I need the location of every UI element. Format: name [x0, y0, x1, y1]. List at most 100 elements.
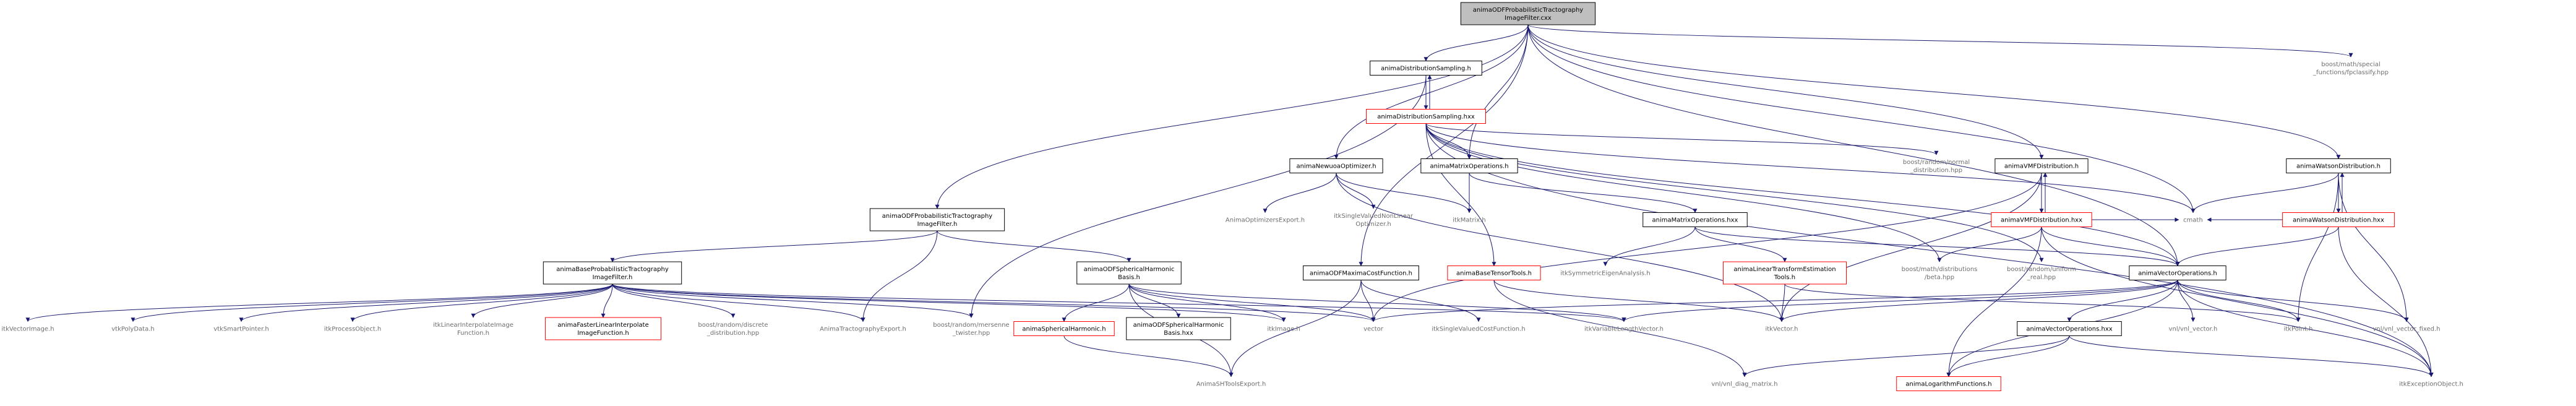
node-label-baseFilterH-line-1: ImageFilter.h	[593, 274, 633, 281]
node-itkSingleValuedCost: itkSingleValuedCostFunction.h	[1432, 326, 1525, 333]
node-label-itkVector-line-0: itkVector.h	[1766, 326, 1798, 333]
node-box-odfFilterH	[869, 208, 1005, 231]
node-label-matrixOpsHxx-line-0: animaMatrixOperations.hxx	[1652, 217, 1738, 224]
node-label-itkLinearInterp-line-1: Function.h	[457, 330, 489, 337]
edge-vmfHxx-to-vectorOpsH	[2041, 227, 2180, 267]
edge-distSampHxx-to-boostBeta	[1425, 123, 1942, 262]
node-optimizersExport: AnimaOptimizersExport.h	[1226, 217, 1305, 224]
edge-baseTensorTools-to-vnlDiagMatrix	[1493, 280, 1747, 378]
node-label-itkImage-line-0: itkImage.h	[1267, 326, 1300, 333]
edge-sphericalHarmonicH-to-shToolsExport	[1063, 335, 1234, 378]
node-watsonHxx[interactable]: animaWatsonDistribution.hxx	[2282, 212, 2395, 227]
node-box-matrixOpsHxx	[1642, 212, 1748, 227]
edge-root-to-odfMaxCostH	[1359, 24, 1529, 267]
node-label-itkSingleValuedNLO-line-1: Optimizer.h	[1355, 221, 1391, 228]
node-box-odfShBasisHxx	[1126, 317, 1231, 340]
node-label-itkException-line-0: itkExceptionObject.h	[2399, 381, 2463, 388]
node-boostSpecial: boost/math/special_functions/fpclassify.…	[2312, 61, 2389, 76]
edge-watsonHxx-to-itkException	[2338, 227, 2434, 378]
node-itkPoint: itkPoint.h	[2284, 326, 2313, 333]
edge-vectorOpsH-to-itkPoint	[2177, 280, 2301, 322]
node-boostNormal: boost/random/normal_distribution.hpp	[1903, 159, 1970, 174]
edge-baseFilterH-to-itkVectorImage	[25, 283, 613, 322]
node-distSampH[interactable]: animaDistributionSampling.h	[1370, 61, 1482, 76]
node-label-newuoaH-line-0: animaNewuoaOptimizer.h	[1296, 163, 1376, 170]
node-label-root-line-1: ImageFilter.cxx	[1505, 15, 1552, 22]
edge-baseFilterH-to-boostDiscrete	[612, 283, 736, 318]
node-label-boostNormal-line-0: boost/random/normal	[1903, 159, 1970, 166]
edge-baseFilterH-to-itkImage	[612, 283, 1286, 322]
node-tractographyExport: AnimaTractographyExport.h	[820, 326, 906, 333]
node-label-itkProcessObject-line-0: itkProcessObject.h	[324, 326, 382, 333]
edge-vmfHxx-to-itkException	[2041, 227, 2434, 378]
node-watsonH[interactable]: animaWatsonDistribution.h	[2286, 158, 2391, 173]
node-vmfH[interactable]: animaVMFDistribution.h	[1994, 158, 2089, 173]
edge-baseFilterH-to-vtkSmartPointer	[239, 283, 613, 322]
node-box-watsonHxx	[2282, 212, 2395, 227]
node-logFunctions[interactable]: animaLogarithmFunctions.h	[1896, 376, 2001, 391]
node-box-vmfH	[1994, 158, 2089, 173]
edge-vectorOpsH-to-itkVector	[1779, 280, 2178, 322]
node-animaFasterLinInterp[interactable]: animaFasterLinearInterpolateImageFunctio…	[545, 317, 661, 340]
node-box-logFunctions	[1896, 376, 2001, 391]
edge-baseFilterH-to-vtkPolyData	[131, 283, 613, 322]
edge-distSampHxx-to-boostNormal	[1425, 123, 1939, 155]
edge-baseFilterH-to-boostMersenne	[612, 283, 974, 318]
node-label-vtkSmartPointer-line-0: vtkSmartPointer.h	[213, 326, 269, 333]
node-matrixOpsHxx[interactable]: animaMatrixOperations.hxx	[1642, 212, 1748, 227]
node-box-vectorOpsHxx	[2017, 321, 2122, 336]
node-odfMaxCostH[interactable]: animaODFMaximaCostFunction.h	[1303, 266, 1419, 280]
node-label-shToolsExport-line-0: AnimaSHToolsExport.h	[1196, 381, 1266, 388]
edge-newuoaH-to-itkMatrix	[1336, 173, 1472, 214]
node-root[interactable]: animaODFProbabilisticTractographyImageFi…	[1460, 2, 1596, 25]
edge-distSampHxx-to-vectorOpsH	[1425, 123, 2180, 267]
node-matrixOpsH[interactable]: animaMatrixOperations.h	[1420, 158, 1518, 173]
node-label-vectorOpsH-line-0: animaVectorOperations.h	[2138, 270, 2217, 277]
node-label-odfFilterH-line-0: animaODFProbabilisticTractography	[882, 213, 993, 220]
edge-vectorOpsHxx-to-itkException	[2069, 335, 2434, 378]
edge-newuoaH-to-itkVector	[1336, 173, 1784, 322]
node-label-vectorOpsHxx-line-0: animaVectorOperations.hxx	[2026, 326, 2112, 333]
edge-distSampHxx-to-matrixOpsH	[1425, 123, 1472, 160]
edge-odfMaxCostH-to-itkSingleValuedCost	[1360, 280, 1481, 322]
node-odfFilterH[interactable]: animaODFProbabilisticTractographyImageFi…	[869, 208, 1005, 231]
node-label-odfShBasisHxx-line-1: Basis.hxx	[1164, 330, 1193, 337]
node-label-itkVarLenVector-line-0: itkVariableLengthVector.h	[1584, 326, 1664, 333]
node-baseFilterH[interactable]: animaBaseProbabilisticTractographyImageF…	[543, 261, 682, 285]
node-newuoaH[interactable]: animaNewuoaOptimizer.h	[1289, 158, 1383, 173]
node-baseTensorTools[interactable]: animaBaseTensorTools.h	[1447, 266, 1541, 280]
node-vector: vector	[1363, 326, 1384, 333]
node-itkVector: itkVector.h	[1766, 326, 1798, 333]
edge-odfShBasisH-to-sphericalHarmonicH	[1062, 283, 1130, 322]
node-label-vnlDiagMatrix-line-0: vnl/vnl_diag_matrix.h	[1711, 381, 1777, 388]
edge-odfFilterH-to-baseFilterH	[610, 230, 938, 262]
node-sphericalHarmonicH[interactable]: animaSphericalHarmonic.h	[1013, 321, 1115, 336]
node-boostUniformReal: boost/random/uniform_real.hpp	[2007, 266, 2076, 281]
node-itkVectorImage: itkVectorImage.h	[1, 326, 54, 333]
node-label-boostDiscrete-line-0: boost/random/discrete	[698, 322, 768, 329]
edge-odfShBasisH-to-odfShBasisHxx	[1128, 283, 1181, 318]
edge-watsonHxx-to-vectorOpsH	[2175, 227, 2339, 267]
edge-vmfH-to-itkVector	[1779, 173, 2042, 322]
node-label-distSampHxx-line-0: animaDistributionSampling.hxx	[1377, 114, 1475, 121]
edge-vectorOpsHxx-to-logFunctions	[1946, 335, 2070, 378]
node-label-linTransformTools-line-1: Tools.h	[1774, 274, 1795, 281]
node-distSampHxx[interactable]: animaDistributionSampling.hxx	[1366, 109, 1486, 124]
node-label-sphericalHarmonicH-line-0: animaSphericalHarmonic.h	[1022, 326, 1106, 333]
node-label-vector-line-0: vector	[1363, 326, 1384, 333]
edge-newuoaH-to-itkSingleValuedNLO	[1336, 173, 1376, 209]
node-vectorOpsH[interactable]: animaVectorOperations.h	[2129, 266, 2226, 280]
node-vmfHxx[interactable]: animaVMFDistribution.hxx	[1991, 212, 2092, 227]
node-box-vmfHxx	[1991, 212, 2092, 227]
node-vectorOpsHxx[interactable]: animaVectorOperations.hxx	[2017, 321, 2122, 336]
node-label-matrixOpsH-line-0: animaMatrixOperations.h	[1430, 163, 1508, 170]
node-itkSymEig: itkSymmetricEigenAnalysis.h	[1560, 270, 1650, 277]
edge-vmfHxx-to-logFunctions	[1946, 227, 2042, 378]
edge-linTransformTools-to-itkPoint	[1784, 283, 2301, 322]
edge-distSampH-to-boostMersenne	[969, 75, 1427, 318]
edge-baseTensorTools-to-itkVector	[1493, 280, 1784, 322]
node-box-sphericalHarmonicH	[1013, 321, 1115, 336]
